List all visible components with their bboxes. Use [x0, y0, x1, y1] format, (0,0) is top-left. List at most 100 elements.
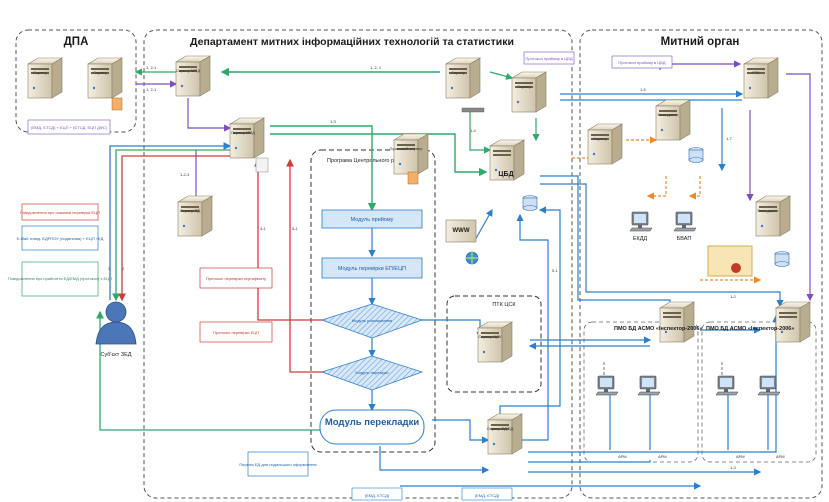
shlyuz-server — [175, 55, 211, 97]
flow-line — [786, 73, 814, 302]
note-email — [21, 225, 99, 251]
flow-line — [254, 158, 326, 321]
customs-zone-2 — [701, 321, 817, 463]
shlyuz-label: Сервер МПД — [176, 68, 200, 73]
database-icon — [522, 195, 538, 211]
bottom-server — [487, 413, 523, 455]
pmo-1-label: ПМО БД АСМО «Інспектор-2006» — [614, 326, 702, 332]
top-server-2-label: Сервер — [517, 84, 532, 89]
decision-1 — [320, 303, 424, 339]
pmo-server-2 — [775, 301, 811, 343]
flow-line — [118, 155, 236, 302]
note-email-text: E-Mail: повід. ЄДРПОУ (податкова) + ЕЦП … — [17, 236, 104, 241]
customs-server-1 — [587, 123, 623, 165]
top-server-2 — [511, 71, 547, 113]
ptk-csk-box — [446, 295, 542, 393]
ekdd-pc-icon — [629, 211, 653, 232]
flow-line — [420, 319, 484, 340]
pmo-server-1 — [659, 301, 695, 343]
doc-icon — [111, 97, 123, 111]
central-server-label: Сервер МПД — [231, 130, 255, 135]
csk-server — [477, 321, 513, 363]
arrow-label: 1, 2-1 — [146, 87, 157, 92]
pmo-2-label: ПМО БД АСМО «Інспектор-2006» — [706, 326, 794, 332]
program-box — [310, 149, 436, 453]
cbd-label: ЦБД — [498, 171, 513, 178]
flow-line — [646, 176, 667, 200]
module-priyomu — [321, 209, 423, 229]
department-title: Департамент митних інформаційних техноло… — [190, 36, 514, 48]
flow-line — [270, 133, 488, 177]
note-bottom-2 — [461, 487, 513, 501]
arm-label-2: АРМ — [658, 454, 667, 459]
note-bottom-2-text: (ЕМД, ЄТСД) — [475, 493, 500, 498]
flow-line — [112, 149, 230, 302]
flow-line — [489, 71, 514, 80]
note-bottom-blue-text: Перелік ЕД для подальшого оформлення — [239, 462, 316, 467]
www-globe-icon — [445, 219, 479, 265]
arrow-label: 2 — [122, 266, 125, 271]
arrow-label: 1-2 — [730, 294, 737, 299]
flow-line — [473, 208, 493, 243]
note-left-green — [21, 261, 99, 297]
flow-line — [432, 419, 490, 444]
database-icon — [688, 147, 704, 163]
dpa-server-2-label: Сервер — [93, 70, 108, 75]
note-top-proto-text: Протокол прийому в ЦБД — [525, 56, 572, 61]
certificate-icon — [707, 245, 753, 277]
note-bottom-blue — [247, 451, 309, 477]
ekdd-label: ЕКДД — [633, 236, 648, 242]
top-server-1-label: Сервер — [451, 70, 466, 75]
note-mid-red-1-text: Протокол перевірки сертифікату — [206, 276, 266, 281]
top-server-1 — [445, 57, 481, 99]
flow-line — [688, 176, 701, 200]
doc-icon — [255, 157, 269, 173]
arrow-label: 3 — [108, 266, 111, 271]
arm-label-4: АРМ — [776, 454, 785, 459]
arrow-label: 1-5 — [640, 87, 647, 92]
customs-db2-label: База даних — [758, 208, 779, 213]
flow-line — [528, 314, 780, 453]
arm-pc-icon — [757, 375, 781, 396]
note-bottom-1 — [351, 487, 403, 501]
customs-region — [579, 29, 823, 499]
rtk-label: РТК — [752, 70, 760, 75]
arrow-label: 1, 2, 1 — [370, 65, 382, 70]
note-mid-red-2-text: Протокол перевірки ЕЦП — [213, 330, 259, 335]
arrow-label: 1-2-3 — [180, 172, 190, 177]
arrow-label: 5-1 — [552, 268, 559, 273]
note-left-red — [21, 203, 99, 221]
decision-2 — [320, 355, 424, 391]
subject-person-icon — [95, 301, 137, 345]
note-mid-red-2 — [199, 321, 273, 343]
decision-2-label: Модуль перевірки — [355, 370, 388, 375]
postal-server-label: Поштовий сервер — [389, 146, 423, 151]
subject-label: Суб'єкт ЗЕД — [100, 352, 131, 358]
arm-pc-icon — [595, 375, 619, 396]
flow-line — [499, 206, 561, 430]
decision-1-label: Модуль розпакування — [352, 318, 393, 323]
note-top-right-proto-text: Протокол прийому в ЦБД — [618, 60, 665, 65]
flow-line — [286, 158, 326, 373]
bottom-server-label: Сервер БД ЕД — [487, 426, 514, 431]
flow-line — [528, 460, 651, 463]
dpa-server-1-label: Сервер — [33, 70, 48, 75]
note-left-green-text: Повідомлення про прийняття ЕД/ЕМД (прото… — [8, 276, 112, 281]
dpa-server-2 — [87, 57, 123, 99]
arrow-label: 5-1 — [292, 226, 299, 231]
flow-line — [187, 98, 232, 132]
arrow-label: 1-3 — [330, 119, 337, 124]
module-perevirky — [321, 257, 423, 279]
customs-db-server — [655, 99, 691, 141]
note-left-red-text: Повідомлення про помилки перевірки ЕЦП — [20, 210, 100, 215]
module-perekladky-label: Модуль перекладки — [325, 417, 419, 428]
flow-line — [516, 213, 549, 441]
customs-server-1-label: Сервер — [593, 136, 608, 141]
arrow-label: 1, 2-1 — [146, 65, 157, 70]
arrow-label: 4-1 — [260, 226, 267, 231]
flow-line — [109, 142, 232, 300]
flow-line — [379, 446, 490, 474]
arm-pc-icon — [637, 375, 661, 396]
flow-line — [540, 183, 784, 308]
